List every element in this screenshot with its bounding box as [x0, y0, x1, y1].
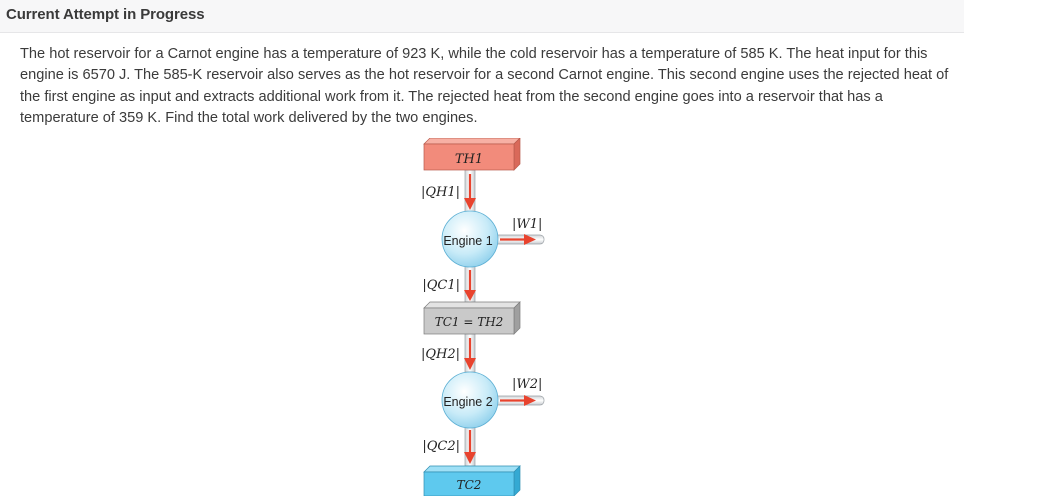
- w2-label: |W2|: [512, 377, 542, 392]
- qc2-label: |QC2|: [422, 439, 460, 454]
- arrow-w1: [500, 234, 536, 245]
- engine-2-label: Engine 2: [443, 395, 492, 409]
- cold-reservoir: TC2: [423, 465, 521, 496]
- arrow-qh1: [464, 174, 476, 210]
- arrow-qh2: [464, 338, 476, 370]
- w1-label: |W1|: [512, 217, 542, 232]
- qh2-label: |QH2|: [421, 347, 460, 362]
- hot-reservoir-label: TH1: [455, 152, 483, 167]
- middle-reservoir: TC1 = TH2: [423, 301, 521, 335]
- hot-reservoir: TH1: [423, 138, 521, 171]
- arrow-qc1: [464, 270, 476, 301]
- qh1-label: |QH1|: [421, 185, 460, 200]
- arrow-w2: [500, 395, 536, 406]
- arrow-qc2: [464, 430, 476, 464]
- engine-1-label: Engine 1: [443, 234, 492, 248]
- engine-1: Engine 1: [441, 210, 499, 268]
- cold-reservoir-label: TC2: [457, 478, 482, 492]
- header-title: Current Attempt in Progress: [6, 6, 205, 23]
- middle-reservoir-label: TC1 = TH2: [435, 315, 504, 329]
- attempt-header: Current Attempt in Progress: [0, 0, 964, 33]
- problem-statement: The hot reservoir for a Carnot engine ha…: [20, 46, 949, 126]
- qc1-label: |QC1|: [422, 278, 460, 293]
- carnot-engines-diagram: TH1 TC1 = TH2 TC2 Engine 1 Engine 2: [421, 138, 545, 496]
- engine-2: Engine 2: [441, 371, 499, 429]
